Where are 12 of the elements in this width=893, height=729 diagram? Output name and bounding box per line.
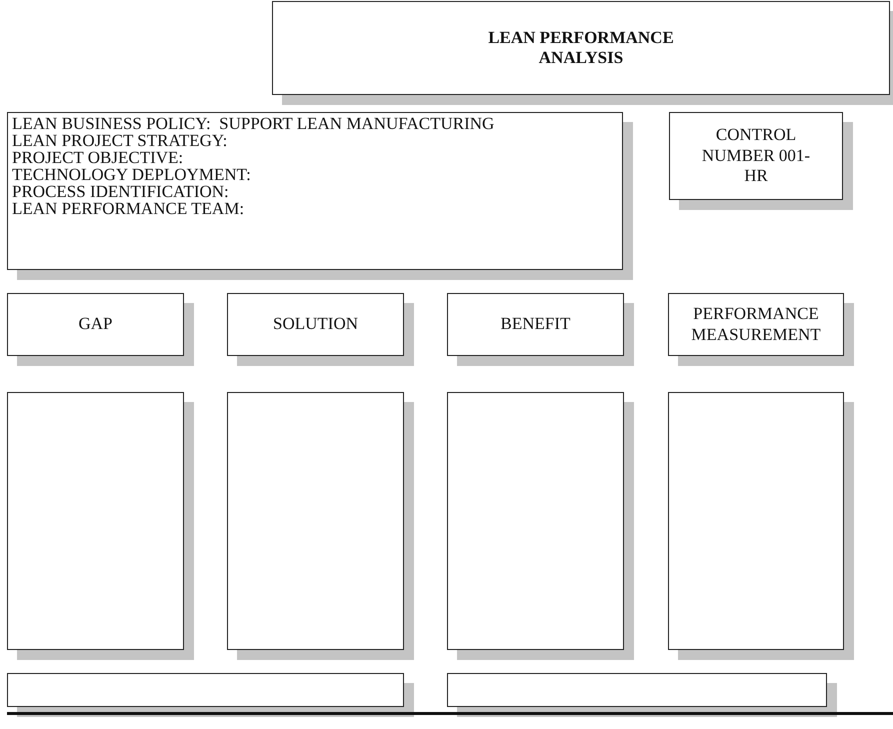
column-heading: GAP — [78, 314, 112, 335]
info-line: LEAN PROJECT STRATEGY: — [12, 132, 228, 149]
info-line: TECHNOLOGY DEPLOYMENT: — [12, 166, 251, 183]
info-line: PROJECT OBJECTIVE: — [12, 149, 184, 166]
info-line: LEAN BUSINESS POLICY: SUPPORT LEAN MANUFACTURING — [12, 115, 494, 132]
column-heading: PERFORMANCE MEASUREMENT — [690, 304, 822, 345]
info-line: PROCESS IDENTIFICATION: — [12, 183, 229, 200]
column-heading: SOLUTION — [273, 314, 358, 335]
info-line: LEAN PERFORMANCE TEAM: — [12, 200, 244, 217]
control-number-text: CONTROL NUMBER 001-HR — [701, 125, 811, 187]
column-heading: BENEFIT — [500, 314, 570, 335]
title-text: LEAN PERFORMANCE ANALYSIS — [487, 28, 675, 68]
